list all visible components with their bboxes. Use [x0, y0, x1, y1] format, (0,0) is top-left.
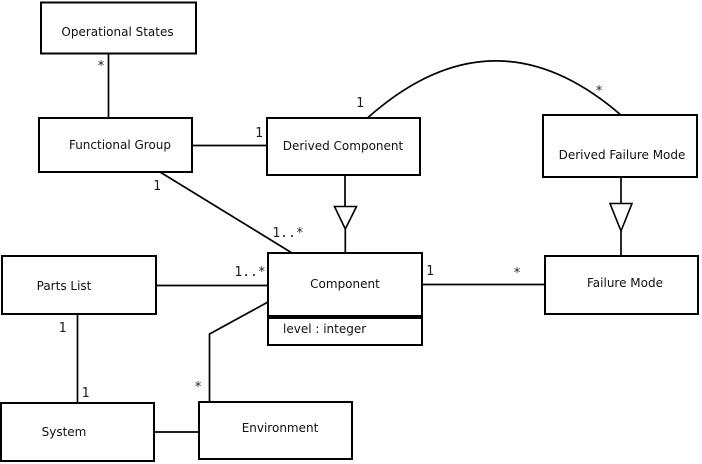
- class-system[interactable]: System: [0, 402, 155, 462]
- multiplicity-label: *: [97, 59, 105, 74]
- multiplicity-label: 1: [426, 264, 434, 279]
- multiplicity-label: 1: [255, 126, 263, 141]
- class-operational-states[interactable]: Operational States: [40, 1, 197, 55]
- edge-component-environment: [208, 301, 269, 402]
- class-name: Functional Group: [69, 138, 171, 152]
- class-functional-group[interactable]: Functional Group: [38, 117, 193, 173]
- generalization-derived-failure-mode-to-failure-mode: [608, 177, 634, 256]
- class-box[interactable]: [267, 252, 423, 317]
- class-box[interactable]: [1, 255, 157, 315]
- class-name: Component: [310, 277, 380, 291]
- class-derived-failure-mode[interactable]: Derived Failure Mode: [542, 114, 698, 178]
- class-name: Environment: [242, 421, 319, 435]
- class-name: System: [42, 425, 87, 439]
- class-attribute: level : integer: [283, 322, 366, 336]
- multiplicity-label: *: [513, 266, 521, 281]
- class-box[interactable]: [542, 114, 698, 178]
- class-name: Derived Failure Mode: [559, 148, 686, 162]
- class-box[interactable]: [40, 1, 197, 55]
- generalization-derived-component-to-component: [333, 175, 358, 253]
- class-name: Derived Component: [283, 139, 404, 153]
- multiplicity-label: 1: [153, 179, 161, 194]
- edges-layer: [76, 53, 634, 433]
- class-name: Failure Mode: [587, 276, 663, 290]
- edge-functional-group-component: [159, 171, 293, 254]
- multiplicity-label: *: [595, 84, 603, 99]
- edge-derived-component-derived-failure-mode-arc: [367, 60, 623, 119]
- multiplicity-labels-layer: * 1 1 1..* 1 * 1 1..* 1 * 1 1 *: [59, 59, 603, 401]
- class-parts-list[interactable]: Parts List: [1, 255, 157, 315]
- class-attribute-compartment[interactable]: [267, 317, 423, 346]
- multiplicity-label: *: [194, 380, 202, 395]
- class-environment[interactable]: Environment: [198, 401, 353, 460]
- inheritance-triangle-icon: [333, 205, 358, 231]
- class-name: Parts List: [37, 279, 92, 293]
- multiplicity-label: 1: [59, 321, 67, 336]
- class-box[interactable]: [198, 401, 353, 460]
- multiplicity-label: 1..*: [272, 226, 303, 241]
- class-box[interactable]: [0, 402, 155, 462]
- multiplicity-label: 1: [82, 386, 90, 401]
- class-box[interactable]: [266, 117, 421, 176]
- class-box[interactable]: [544, 255, 699, 315]
- multiplicity-label: 1: [356, 96, 364, 111]
- multiplicity-label: 1..*: [234, 265, 265, 280]
- class-name: Operational States: [61, 25, 173, 39]
- inheritance-triangle-icon: [608, 202, 634, 234]
- class-failure-mode[interactable]: Failure Mode: [544, 255, 699, 315]
- class-component[interactable]: Component level : integer: [267, 252, 423, 346]
- class-derived-component[interactable]: Derived Component: [266, 117, 421, 176]
- class-box[interactable]: [38, 117, 193, 173]
